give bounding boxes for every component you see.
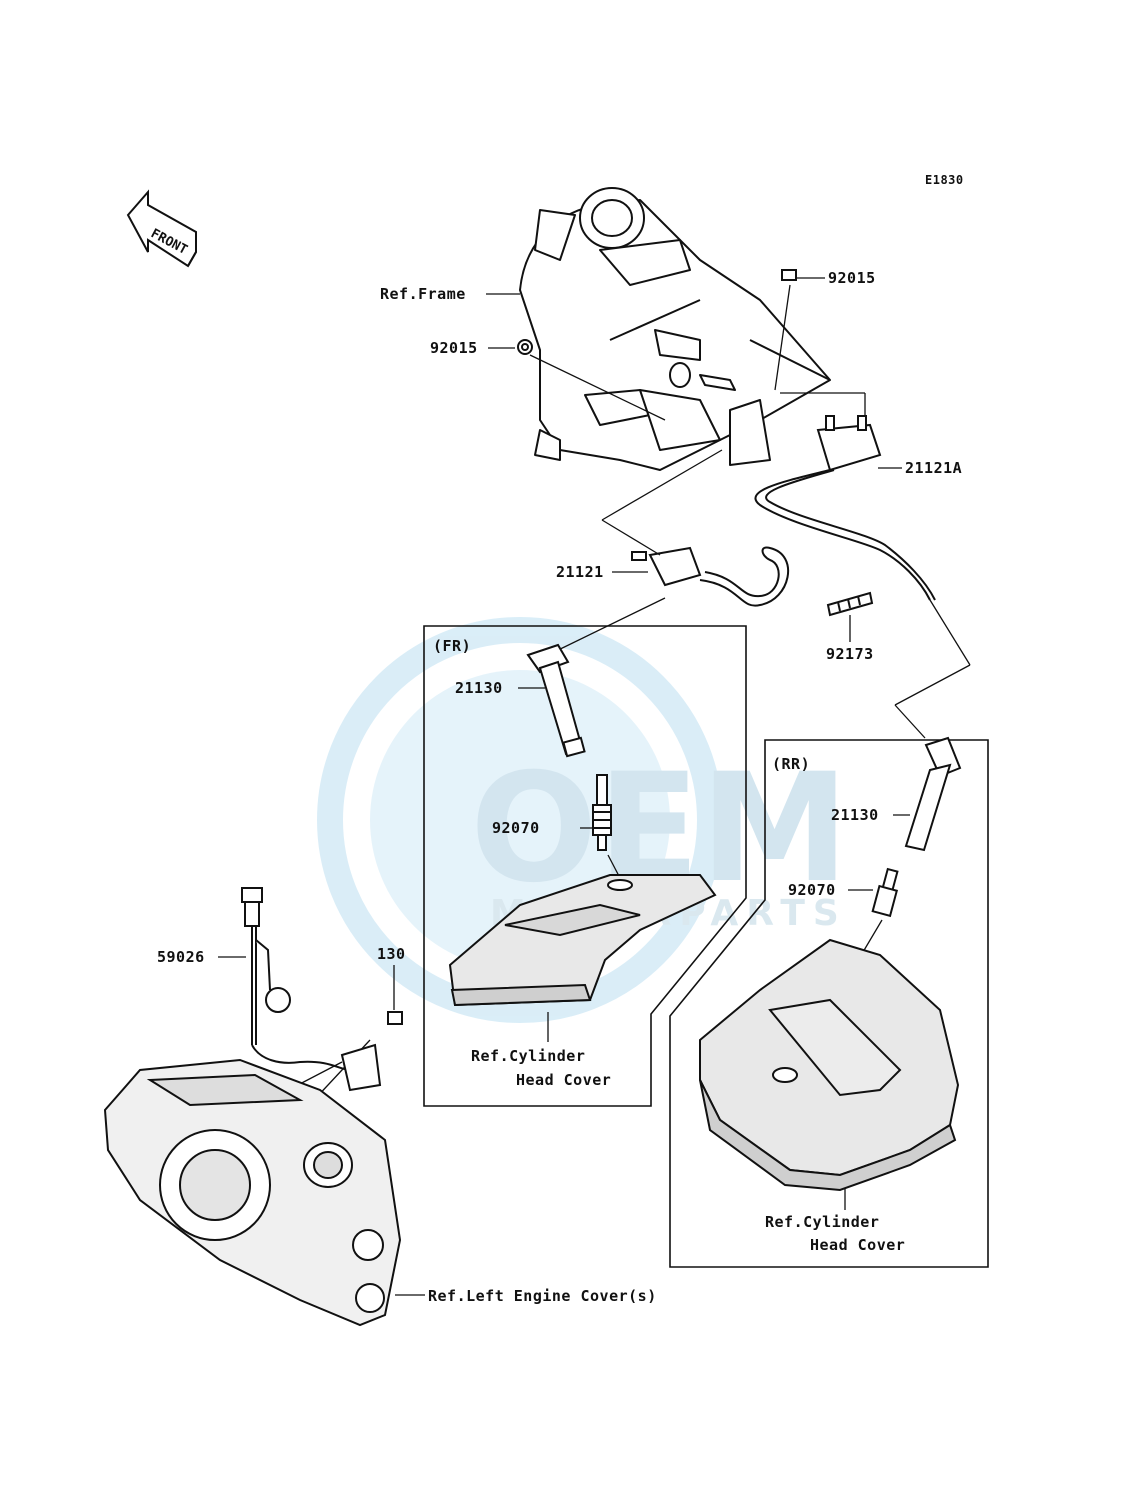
stick-coil-21130-rear-drawing [904, 736, 962, 852]
nut-92015-left-icon [517, 339, 533, 355]
part-21121-label[interactable]: 21121 [556, 563, 604, 581]
rear-group-label: (RR) [772, 755, 811, 773]
part-92070-front-label[interactable]: 92070 [492, 819, 540, 837]
part-21130-front-label[interactable]: 21130 [455, 679, 503, 697]
part-92173-label[interactable]: 92173 [826, 645, 874, 663]
frame-drawing [519, 187, 831, 471]
watermark-globe-icon [317, 617, 723, 1023]
part-130-label[interactable]: 130 [377, 945, 406, 963]
diagram-code-label: E1830 [925, 173, 964, 187]
ignition-coil-21121a-drawing [754, 415, 936, 601]
ref-frame-label: Ref.Frame [380, 285, 466, 303]
ref-cylinder-head-cover-rear-line1: Ref.Cylinder [765, 1213, 880, 1231]
spark-plug-92070-rear-drawing [871, 867, 899, 918]
part-59026-label[interactable]: 59026 [157, 948, 205, 966]
part-92070-rear-label[interactable]: 92070 [788, 881, 836, 899]
sensor-59026-drawing [241, 887, 382, 1092]
ref-left-engine-cover-label: Ref.Left Engine Cover(s) [428, 1287, 657, 1305]
part-92015-top-label[interactable]: 92015 [828, 269, 876, 287]
part-92015-left-label[interactable]: 92015 [430, 339, 478, 357]
spark-plug-92070-front-drawing [592, 774, 612, 851]
left-engine-cover-drawing [103, 1058, 402, 1327]
ref-cylinder-head-cover-rear-line2: Head Cover [810, 1236, 906, 1254]
cylinder-head-cover-front-drawing [448, 874, 717, 1007]
ignition-coil-21121-drawing [631, 546, 789, 607]
rear-cylinder-group-box [669, 739, 989, 1268]
part-21130-rear-label[interactable]: 21130 [831, 806, 879, 824]
clamp-92173-drawing [826, 591, 874, 617]
front-arrow-icon: FRONT [126, 189, 197, 268]
front-group-label: (FR) [433, 637, 472, 655]
front-cylinder-group-box [423, 625, 747, 1107]
ref-cylinder-head-cover-front-line1: Ref.Cylinder [471, 1047, 586, 1065]
stick-coil-21130-front-drawing [526, 643, 586, 758]
cylinder-head-cover-rear-drawing [699, 938, 960, 1192]
bolt-92015-top-icon [781, 269, 797, 281]
bolt-130-icon [387, 1011, 403, 1025]
part-21121a-label[interactable]: 21121A [905, 459, 963, 477]
watermark: OEM MOTORPARTS [317, 617, 849, 1023]
ref-cylinder-head-cover-front-line2: Head Cover [516, 1071, 612, 1089]
